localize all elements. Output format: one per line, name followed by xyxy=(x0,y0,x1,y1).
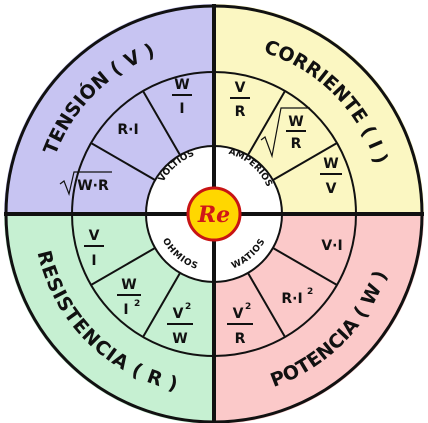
radicand: W·R xyxy=(77,178,109,194)
quadrant-tension xyxy=(4,4,214,214)
formula-corriente-w-over-v: W V xyxy=(320,156,342,197)
center-logo: Re xyxy=(197,202,230,228)
exponent: 2 xyxy=(245,302,251,312)
denominator: I xyxy=(91,253,96,269)
denominator: R xyxy=(235,331,246,347)
formula-tension-r-times-i: R·I xyxy=(117,122,138,138)
base: R·I xyxy=(281,291,302,307)
denominator: R xyxy=(291,136,302,152)
formula-resistencia-w-over-i2: W I 2 xyxy=(117,277,141,318)
numerator: V xyxy=(89,228,100,244)
formula-tension-sqrt-wr: W·R xyxy=(59,171,112,197)
numerator: W xyxy=(174,77,189,93)
numerator: W xyxy=(288,114,303,130)
denominator: I xyxy=(179,101,184,117)
exponent: 2 xyxy=(134,299,140,309)
formula-potencia-v-times-i: V·I xyxy=(321,238,342,254)
exponent: 2 xyxy=(307,287,313,297)
numerator: V xyxy=(235,80,246,96)
formula-corriente-sqrt-w-over-r: W R xyxy=(260,107,310,159)
center-disc xyxy=(186,186,242,242)
denominator: I xyxy=(123,302,128,318)
numerator: W xyxy=(323,156,338,172)
numerator: V xyxy=(173,306,184,322)
formula-corriente-v-over-r: V R xyxy=(230,80,250,120)
formula-resistencia-v-over-i: V I xyxy=(84,228,104,269)
formula-potencia-r-times-i2: R·I 2 xyxy=(281,287,313,307)
denominator: W xyxy=(172,331,187,347)
numerator: W xyxy=(121,277,136,293)
formula-resistencia-v2-over-w: V 2 W xyxy=(167,302,193,347)
denominator: V xyxy=(326,181,337,197)
denominator: R xyxy=(235,104,246,120)
exponent: 2 xyxy=(185,302,191,312)
formula-separators xyxy=(90,90,338,338)
quadrant-corriente xyxy=(214,4,424,214)
formula-tension-w-over-i: W I xyxy=(172,77,192,117)
quadrant-potencia xyxy=(214,214,424,423)
numerator: V xyxy=(233,306,244,322)
formula-potencia-v2-over-r: V 2 R xyxy=(227,302,253,347)
quadrant-resistencia xyxy=(4,214,214,423)
